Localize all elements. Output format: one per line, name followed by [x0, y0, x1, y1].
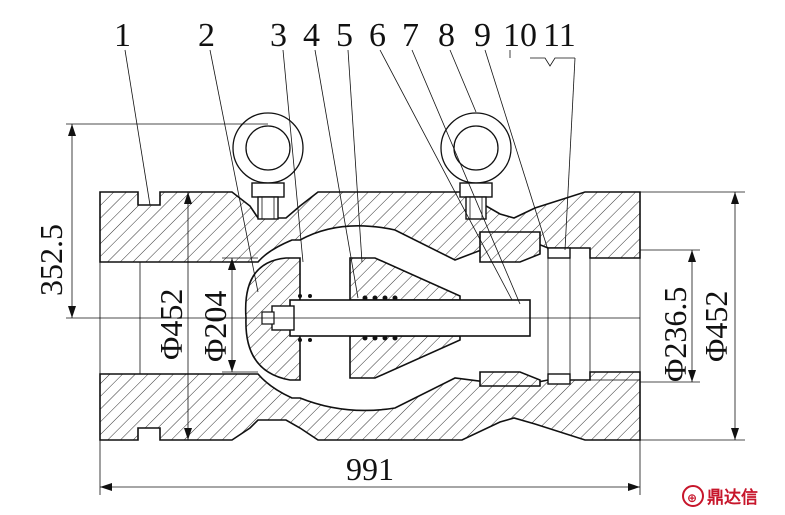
dimension-length: 991 [99, 440, 641, 495]
part-label-5: 5 [336, 17, 353, 54]
seal-ring-lower [547, 373, 571, 385]
dimension-diameter-outlet: Φ236.5 [640, 249, 700, 383]
valve-body-lower [99, 371, 641, 441]
part-label-1: 1 [114, 17, 131, 54]
lifting-eye-bolt-left [232, 112, 304, 220]
outlet-cone-upper [479, 231, 541, 263]
valve-body-upper [99, 191, 641, 263]
svg-text:⊕: ⊕ [687, 491, 697, 505]
part-label-11: 11 [543, 17, 576, 54]
part-label-2: 2 [198, 17, 215, 54]
seal-ring-upper [547, 247, 571, 259]
part-label-4: 4 [303, 17, 320, 54]
lifting-eye-bolt-right [440, 112, 512, 220]
part-label-6: 6 [369, 17, 386, 54]
part-label-3: 3 [270, 17, 287, 54]
dimension-phi452-right-text: Φ452 [698, 291, 734, 362]
leader-lines [124, 49, 576, 305]
outlet-bore [589, 257, 641, 381]
dimension-height-text: 352.5 [33, 224, 69, 296]
dimension-diameter-core: Φ204 [197, 257, 258, 373]
dimension-diameter-right: Φ452 [640, 191, 745, 441]
spring-coils [298, 294, 398, 342]
dimension-height: 352.5 [33, 123, 268, 318]
dimension-phi452-left-text: Φ452 [153, 289, 189, 360]
outlet-cone-lower [479, 371, 541, 387]
dimension-length-text: 991 [346, 451, 394, 487]
dimension-diameter-left: Φ452 [153, 192, 192, 440]
part-label-8: 8 [438, 17, 455, 54]
watermark-logo: ⊕ 鼎达信 [682, 485, 758, 508]
part-label-10: 10 [503, 17, 537, 54]
guide-sleeve-lower [349, 335, 461, 379]
part-label-9: 9 [474, 17, 491, 54]
guide-sleeve-upper [349, 257, 461, 301]
watermark-text: 鼎达信 [707, 487, 758, 508]
part-label-7: 7 [402, 17, 419, 54]
dimension-phi236-5-text: Φ236.5 [657, 287, 693, 382]
dimension-phi204-text: Φ204 [197, 291, 233, 362]
